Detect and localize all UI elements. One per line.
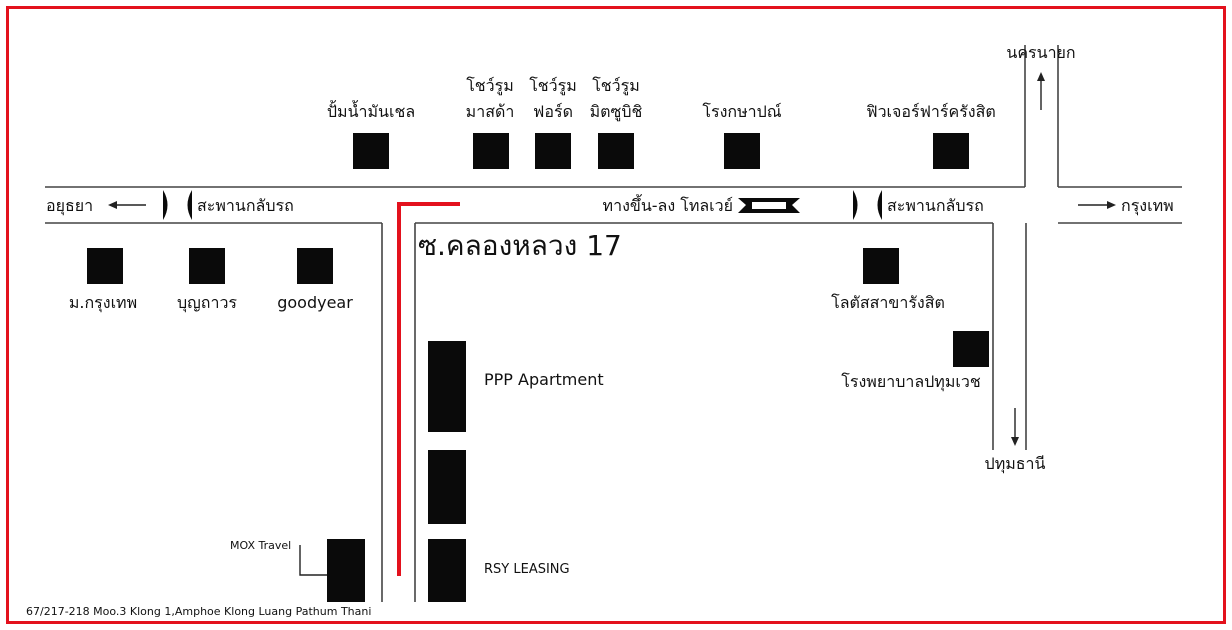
gas-station-block [353, 133, 389, 169]
tollway-gate-icon [738, 198, 800, 213]
goodyear-label: goodyear [277, 293, 353, 312]
u-turn-west-label: สะพานกลับรถ [197, 196, 294, 215]
route-line [397, 202, 460, 576]
future-park-block [933, 133, 969, 169]
rice-mill-label: โรงกษาปณ์ [702, 102, 782, 121]
arrow-north-icon [1037, 72, 1045, 110]
ppp-apartment-label: PPP Apartment [484, 370, 604, 389]
mazda-showroom-label-2: มาสด้า [465, 102, 515, 121]
map-title: ซ.คลองหลวง 17 [418, 229, 622, 262]
tollway-label: ทางขึ้น-ลง โทลเวย์ [602, 196, 733, 215]
hospital-block [953, 331, 989, 367]
arrow-west-icon [108, 201, 146, 209]
rsy-leasing-label: RSY LEASING [484, 562, 570, 577]
lotus-label: โลตัสสาขารังสิต [831, 293, 945, 312]
ppp-apartment-block-bottom [428, 450, 466, 524]
ppp-apartment-block-top [428, 341, 466, 432]
ford-showroom-label-2: ฟอร์ด [533, 102, 573, 121]
address-text: 67/217-218 Moo.3 Klong 1,Amphoe Klong Lu… [26, 605, 372, 618]
direction-north-label: นครนายก [1006, 43, 1076, 62]
u-turn-east-label: สะพานกลับรถ [887, 196, 984, 215]
mitsubishi-showroom-label-2: มิตซูบิชิ [589, 102, 643, 121]
mox-travel-label: MOX Travel [230, 539, 292, 552]
goodyear-block [297, 248, 333, 284]
future-park-label: ฟิวเจอร์ฟาร์ครังสิต [866, 102, 996, 121]
direction-west-label: อยุธยา [46, 196, 94, 215]
rsy-leasing-block [428, 539, 466, 602]
lotus-block [863, 248, 899, 284]
gas-station-label: ปั้มน้ำมันเชล [326, 102, 416, 121]
ford-showroom-label-1: โชว์รูม [529, 76, 577, 95]
ford-showroom-block [535, 133, 571, 169]
mitsubishi-showroom-label-1: โชว์รูม [592, 76, 640, 95]
arrow-south-icon [1011, 408, 1019, 446]
direction-east-label: กรุงเทพ [1121, 196, 1174, 215]
direction-south-label: ปทุมธานี [984, 454, 1046, 473]
hospital-label: โรงพยาบาลปทุมเวช [841, 372, 981, 391]
mox-travel-leader-line [299, 545, 327, 576]
arrow-east-icon [1078, 201, 1116, 209]
mazda-showroom-block [473, 133, 509, 169]
bangkok-university-label: ม.กรุงเทพ [68, 293, 138, 312]
bangkok-university-block [87, 248, 123, 284]
mox-travel-block [327, 539, 365, 602]
mitsubishi-showroom-block [598, 133, 634, 169]
u-turn-bridge-icon [163, 190, 192, 220]
map-frame [6, 6, 1226, 624]
rice-mill-block [724, 133, 760, 169]
boonthavorn-label: บุญถาวร [176, 293, 238, 312]
u-turn-bridge-icon [853, 190, 882, 220]
mazda-showroom-label-1: โชว์รูม [466, 76, 514, 95]
boonthavorn-block [189, 248, 225, 284]
